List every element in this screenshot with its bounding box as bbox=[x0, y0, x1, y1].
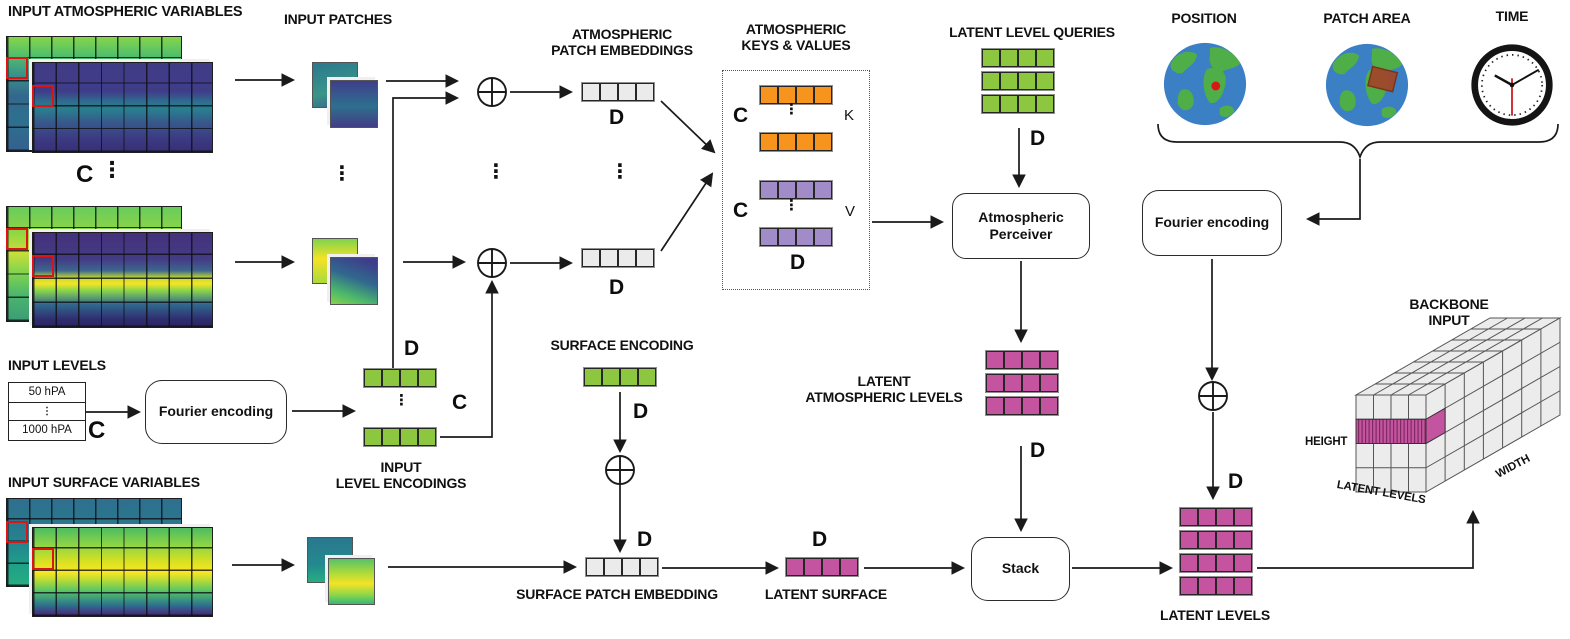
dim-label-c: C bbox=[733, 199, 749, 222]
latent-band-side bbox=[1425, 407, 1446, 445]
label-surface-patch-embedding: SURFACE PATCH EMBEDDING bbox=[516, 586, 718, 602]
patch-highlight bbox=[32, 548, 54, 570]
patch-highlight bbox=[32, 85, 54, 107]
input-patch-atmospheric-bottom-front bbox=[330, 257, 378, 305]
input-patch-atmospheric-top-front bbox=[330, 80, 378, 128]
plus-circle-icons bbox=[477, 77, 1228, 485]
dim-label-d: D bbox=[404, 337, 420, 360]
label-input-atmospheric-variables: INPUT ATMOSPHERIC VARIABLES bbox=[8, 4, 243, 20]
heatmap-atmospheric-top-front bbox=[32, 62, 213, 153]
dim-label-d: D bbox=[1228, 470, 1244, 493]
ellipsis-keys: ⋮ bbox=[784, 100, 799, 118]
ellipsis-embeddings: ⋮ bbox=[610, 159, 630, 183]
label-latent-atmospheric-levels: LATENT ATMOSPHERIC LEVELS bbox=[805, 373, 963, 406]
ellipsis-level-encodings: ⋮ bbox=[394, 391, 409, 409]
pressure-level-top: 50 hPA bbox=[9, 383, 85, 403]
dim-label-d: D bbox=[790, 251, 806, 274]
dim-label-d: D bbox=[637, 528, 653, 551]
label-patch-area: PATCH AREA bbox=[1323, 10, 1411, 26]
input-levels-table: 50 hPA ⋮ 1000 hPA bbox=[8, 382, 86, 441]
dim-label-c: C bbox=[88, 417, 106, 444]
ellipsis-sum-column: ⋮ bbox=[486, 159, 506, 183]
dim-label-d: D bbox=[1030, 127, 1046, 150]
oplus-icon bbox=[1198, 381, 1228, 411]
dim-label-c: C bbox=[452, 391, 468, 414]
patch-highlight bbox=[32, 255, 54, 277]
ellipsis-patches: ⋮ bbox=[332, 161, 352, 185]
backbone-cube bbox=[1354, 317, 1562, 493]
label-latent-levels: LATENT LEVELS bbox=[1160, 607, 1270, 623]
key-row-2 bbox=[759, 132, 833, 152]
arrows bbox=[86, 73, 1480, 575]
label-time: TIME bbox=[1495, 8, 1529, 24]
clock-icon bbox=[1471, 44, 1553, 126]
label-surface-encoding: SURFACE ENCODING bbox=[550, 337, 694, 353]
dim-label-d: D bbox=[609, 276, 625, 299]
ellipsis-values: ⋮ bbox=[784, 196, 799, 214]
dim-label-c: C bbox=[733, 104, 749, 127]
label-input-surface-variables: INPUT SURFACE VARIABLES bbox=[8, 474, 200, 490]
value-row-2 bbox=[759, 227, 833, 247]
input-level-encoding-row-1 bbox=[363, 368, 437, 388]
label-atmospheric-patch-embeddings: ATMOSPHERIC PATCH EMBEDDINGS bbox=[551, 26, 693, 59]
label-input-levels: INPUT LEVELS bbox=[8, 357, 106, 373]
dim-label-v: V bbox=[845, 203, 856, 220]
stack-box: Stack bbox=[971, 537, 1070, 601]
heatmap-surface-front bbox=[32, 527, 213, 617]
patch-highlight bbox=[6, 228, 28, 250]
patch-highlight bbox=[6, 57, 28, 79]
dim-label-d: D bbox=[609, 106, 625, 129]
label-input-patches: INPUT PATCHES bbox=[283, 11, 393, 27]
label-input-level-encodings: INPUT LEVEL ENCODINGS bbox=[335, 459, 467, 492]
surface-patch-embedding-row bbox=[585, 557, 659, 577]
label-height-axis: HEIGHT bbox=[1305, 436, 1348, 448]
oplus-icon bbox=[477, 77, 507, 107]
dim-label-c: C bbox=[76, 161, 94, 188]
surface-encoding-row bbox=[583, 367, 657, 387]
pressure-level-bottom: 1000 hPA bbox=[22, 424, 72, 436]
minute-hand bbox=[1511, 68, 1540, 86]
ellipsis-channels: ⋮ bbox=[101, 158, 123, 183]
key-row-1 bbox=[759, 85, 833, 105]
label-latent-surface: LATENT SURFACE bbox=[764, 586, 888, 602]
latent-band bbox=[1355, 418, 1427, 444]
brace bbox=[1157, 123, 1559, 160]
dim-label-d: D bbox=[1030, 439, 1046, 462]
label-backbone-input: BACKBONE INPUT bbox=[1409, 296, 1489, 329]
dim-label-d: D bbox=[633, 400, 649, 423]
fourier-encoding-levels-box: Fourier encoding bbox=[145, 380, 287, 444]
patch-area-rect bbox=[1367, 65, 1399, 93]
latent-levels-grid bbox=[1179, 507, 1253, 596]
input-patch-surface-front bbox=[328, 558, 375, 605]
latent-atmospheric-levels-grid bbox=[985, 350, 1059, 416]
dim-label-k: K bbox=[844, 107, 855, 124]
oplus-icon bbox=[477, 248, 507, 278]
dim-label-d: D bbox=[812, 528, 828, 551]
pressure-level-dots: ⋮ bbox=[9, 403, 85, 421]
globe-patch-area-icon bbox=[1325, 43, 1409, 127]
label-position: POSITION bbox=[1171, 10, 1237, 26]
atmospheric-patch-embedding-row-2 bbox=[581, 248, 655, 268]
latent-surface-row bbox=[785, 557, 859, 577]
label-latent-level-queries: LATENT LEVEL QUERIES bbox=[949, 24, 1115, 40]
input-level-encoding-row-2 bbox=[363, 427, 437, 447]
latent-level-queries-grid bbox=[981, 48, 1055, 114]
value-row-1 bbox=[759, 180, 833, 200]
atmospheric-perceiver-box: Atmospheric Perceiver bbox=[952, 193, 1090, 259]
position-dot bbox=[1211, 81, 1221, 91]
heatmap-atmospheric-bottom-front bbox=[32, 232, 213, 328]
globe-position-icon bbox=[1163, 42, 1247, 126]
patch-highlight bbox=[6, 521, 28, 543]
fourier-encoding-metadata-box: Fourier encoding bbox=[1142, 190, 1282, 256]
label-atmospheric-keys-values: ATMOSPHERIC KEYS & VALUES bbox=[741, 21, 851, 54]
hour-hand bbox=[1494, 74, 1513, 87]
oplus-icon bbox=[605, 455, 635, 485]
atmospheric-patch-embedding-row-1 bbox=[581, 82, 655, 102]
